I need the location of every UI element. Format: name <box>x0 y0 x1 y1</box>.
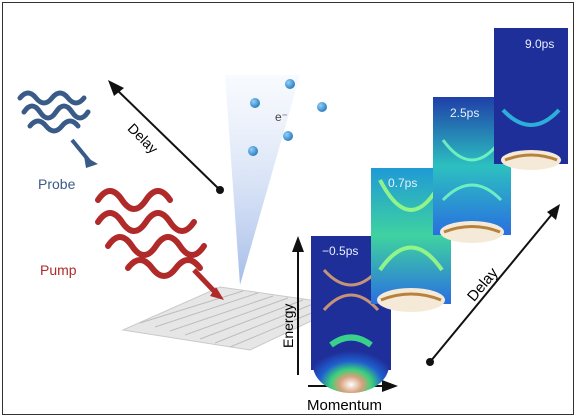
panel-4-time: 9.0ps <box>525 37 555 51</box>
pump-pulse <box>95 188 224 300</box>
arpes-panel-4 <box>494 28 568 170</box>
panel-2-time: 0.7ps <box>388 176 418 190</box>
delay-arrow-left <box>108 80 224 194</box>
panel-3-time: 2.5ps <box>450 106 480 120</box>
energy-label: Energy <box>280 303 296 348</box>
electron-label: e⁻ <box>275 110 289 124</box>
electron-dots <box>248 79 327 156</box>
probe-pulse <box>17 90 98 168</box>
momentum-label: Momentum <box>307 397 383 414</box>
panel-1-time: −0.5ps <box>322 244 359 258</box>
delay-arrow-right <box>426 204 560 366</box>
photoemission-cone <box>225 75 300 285</box>
energy-axis <box>292 236 304 375</box>
pump-label: Pump <box>40 262 77 278</box>
probe-label: Probe <box>38 176 76 192</box>
figure-frame <box>2 2 574 415</box>
